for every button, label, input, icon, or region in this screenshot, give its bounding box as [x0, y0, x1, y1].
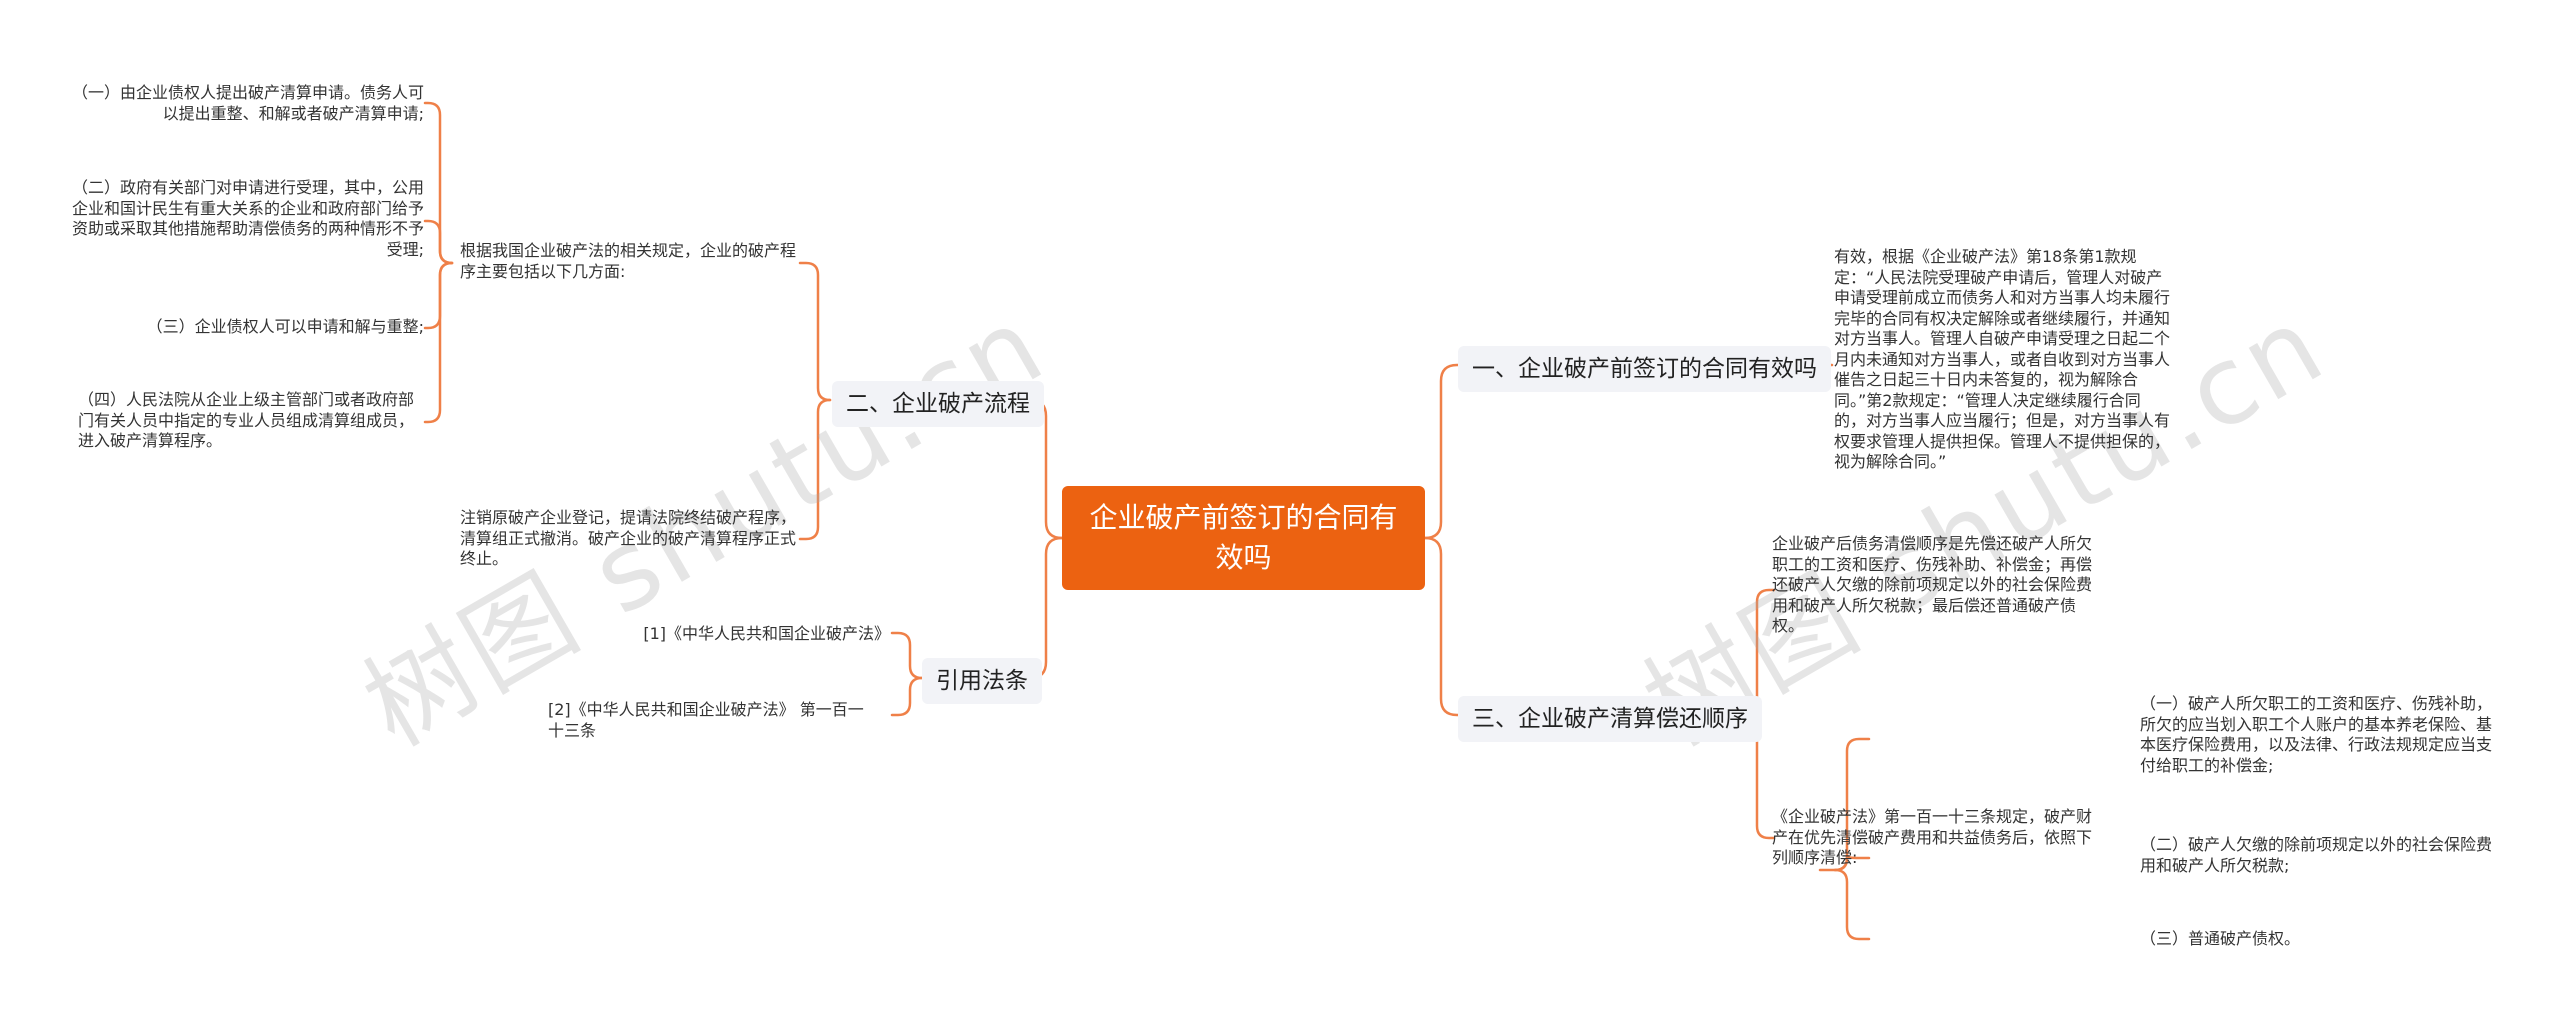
connector-root-b4	[1018, 536, 1064, 680]
connector-b2-item1	[423, 101, 454, 265]
leaf-process-item-1: （一）由企业债权人提出破产清算申请。债务人可以提出重整、和解或者破产清算申请;	[71, 83, 424, 123]
connector-b3-item2	[1833, 855, 1871, 872]
connector-b2-item4	[423, 261, 454, 424]
leaf-liquidation-text-2: 《企业破产法》第一百一十三条规定，破产财产在优先清偿破产费用和共益债务后，依照下…	[1772, 807, 2093, 867]
leaf-liquidation-item-3: （三）普通破产债权。	[2140, 929, 2301, 948]
leaf-process-item-2: （二）政府有关部门对申请进行受理，其中，公用企业和国计民生有重大关系的企业和政府…	[71, 178, 424, 259]
leaf-process-item-4: （四）人民法院从企业上级主管部门或者政府部门有关人员中指定的专业人员组成清算组成…	[78, 390, 415, 450]
leaf-process-item-3: （三）企业债权人可以申请和解与重整;	[146, 317, 424, 336]
branch-cited-laws[interactable]: 引用法条	[922, 658, 1042, 704]
leaf-liquidation-text-1: 企业破产后债务清偿顺序是先偿还破产人所欠职工的工资和医疗、伤残补助、补偿金；再偿…	[1772, 534, 2093, 635]
root-topic[interactable]: 企业破产前签订的合同有效吗	[1062, 486, 1425, 590]
leaf-process-end: 注销原破产企业登记，提请法院终结破产程序，清算组正式撤消。破产企业的破产清算程序…	[460, 508, 797, 568]
connector-root-b3	[1423, 536, 1472, 717]
branch-bankruptcy-process[interactable]: 二、企业破产流程	[832, 381, 1044, 427]
leaf-liquidation-item-1: （一）破产人所欠职工的工资和医疗、伤残补助，所欠的应当划入职工个人账户的基本养老…	[2140, 694, 2493, 775]
branch-contract-validity[interactable]: 一、企业破产前签订的合同有效吗	[1458, 346, 1831, 392]
connector-b2-item3	[423, 261, 454, 330]
leaf-contract-validity-text: 有效，根据《企业破产法》第18条第1款规定：“人民法院受理破产申请后，管理人对破…	[1834, 247, 2171, 471]
leaf-law-1: [1]《中华人民共和国企业破产法》	[643, 624, 890, 643]
leaf-liquidation-item-2: （二）破产人欠缴的除前项规定以外的社会保险费用和破产人所欠税款;	[2140, 835, 2493, 875]
connector-b4-law2	[890, 676, 924, 717]
root-title: 企业破产前签订的合同有效吗	[1089, 501, 1398, 574]
connector-b2-main	[798, 261, 832, 402]
connector-root-b1	[1423, 363, 1472, 540]
connector-b3-item3	[1833, 868, 1871, 941]
connector-b2-end	[798, 398, 832, 541]
leaf-law-2: [2]《中华人民共和国企业破产法》 第一百一十三条	[548, 700, 864, 740]
connector-b4-law1	[890, 631, 924, 680]
connector-b2-item2	[423, 219, 454, 265]
leaf-process-main: 根据我国企业破产法的相关规定，企业的破产程序主要包括以下几方面:	[460, 241, 797, 281]
branch-liquidation-order[interactable]: 三、企业破产清算偿还顺序	[1458, 696, 1762, 742]
